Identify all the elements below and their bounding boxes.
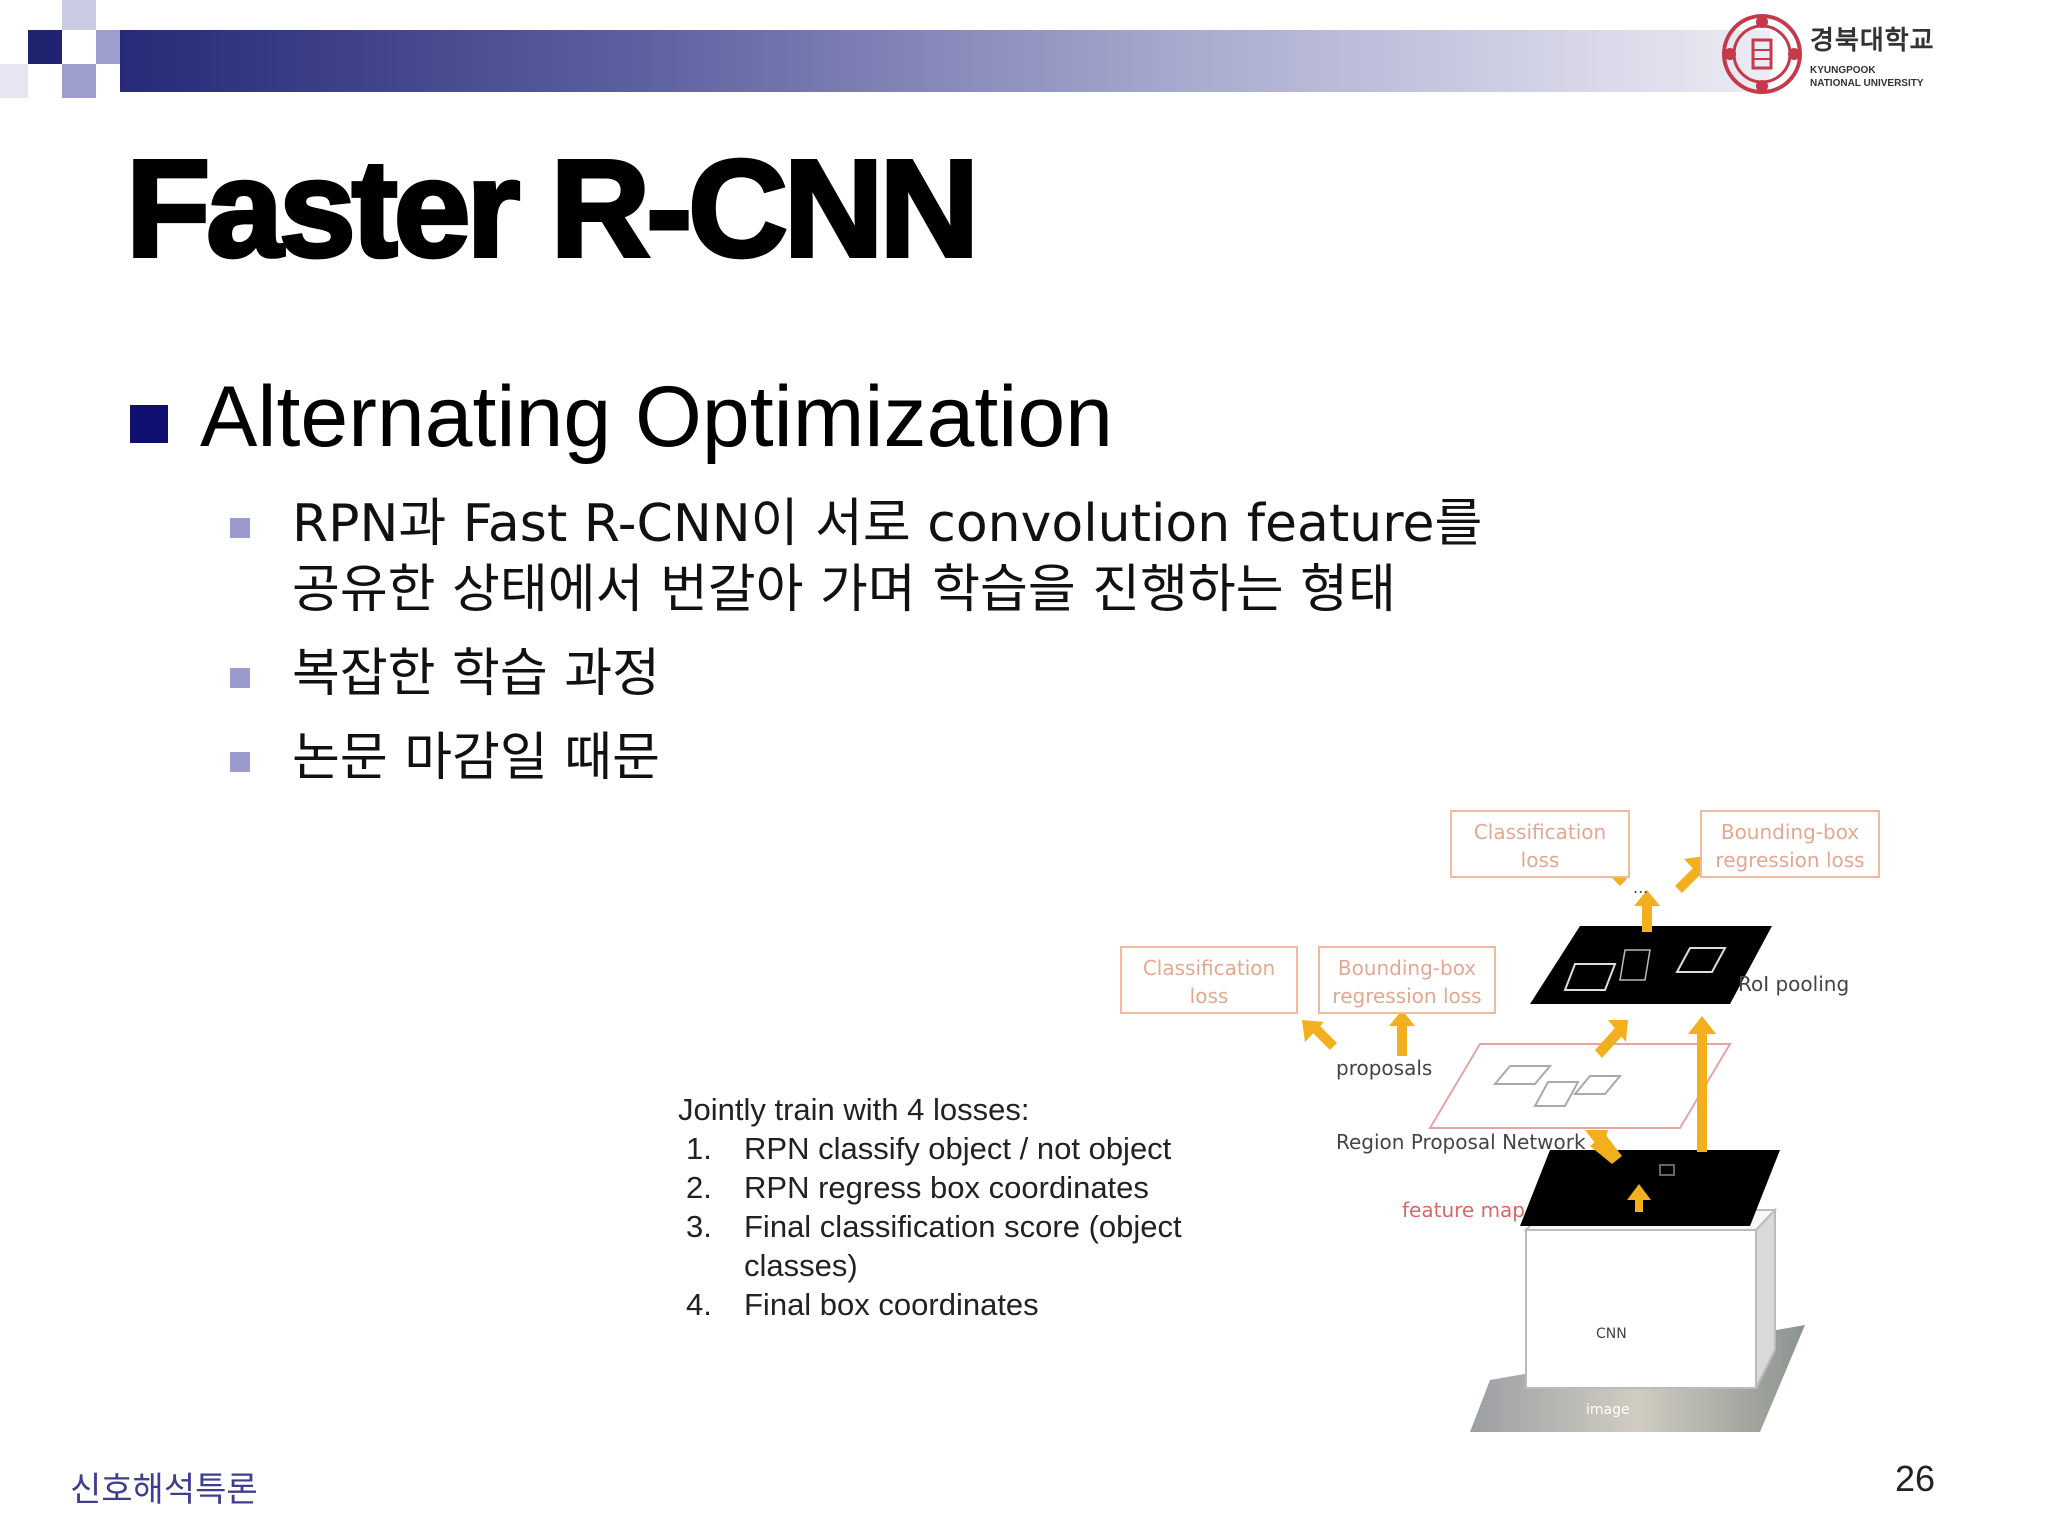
loss-item-continued: classes)	[678, 1246, 1182, 1285]
arrow-rpn	[1585, 1130, 1622, 1164]
university-name-en-1: KYUNGPOOK	[1810, 65, 1876, 76]
feature-map-label: feature map	[1402, 1198, 1525, 1222]
loss-item: 4. Final box coordinates	[678, 1285, 1182, 1324]
loss-text: RPN classify object / not object	[744, 1131, 1172, 1166]
loss-number: 4.	[686, 1287, 712, 1322]
sub-bullet-icon	[230, 752, 250, 772]
top-classification-loss-box: Classification loss	[1450, 810, 1630, 878]
loss-number: 3.	[686, 1209, 712, 1244]
mid-cls-line-1: Classification	[1142, 956, 1276, 980]
top-bbox-line-1: Bounding-box	[1720, 820, 1860, 844]
arrow-roi-up	[1634, 890, 1660, 932]
mid-bbox-loss-box: Bounding-box regression loss	[1318, 946, 1496, 1014]
header-square-4	[62, 64, 96, 98]
university-name-en-2: NATIONAL UNIVERSITY	[1810, 78, 1924, 89]
sub-bullet-3: 논문 마감일 때문	[292, 728, 660, 788]
bullet-l1-text: Alternating Optimization	[200, 369, 1113, 465]
header-square-5	[0, 64, 28, 98]
sub-bullet-1-line-2: 공유한 상태에서 번갈아 가며 학습을 진행하는 형태	[292, 560, 1396, 620]
top-cls-line-1: Classification	[1473, 820, 1607, 844]
mid-bbox-line-1: Bounding-box	[1337, 956, 1477, 980]
mid-classification-loss-box: Classification loss	[1120, 946, 1298, 1014]
arrow-feature-to-roi	[1688, 1016, 1716, 1152]
arrow-cnn-to-feature	[1627, 1184, 1651, 1212]
university-emblem-icon	[1722, 14, 1802, 94]
slide-title: Faster R-CNN	[124, 132, 981, 286]
cnn-box-front	[1525, 1229, 1757, 1389]
loss-item: 3. Final classification score (object	[678, 1207, 1182, 1246]
sub-bullet-icon	[230, 518, 250, 538]
losses-header: Jointly train with 4 losses:	[678, 1092, 1030, 1127]
arrow-top-bbox	[1675, 856, 1705, 893]
roi-pooling-label: RoI pooling	[1738, 972, 1850, 996]
loss-text: RPN regress box coordinates	[744, 1170, 1149, 1205]
faster-rcnn-diagram: Classification loss Bounding-box regress…	[660, 780, 1900, 1460]
mid-bbox-line-2: regression loss	[1332, 984, 1482, 1008]
feature-map-plane	[1520, 1150, 1780, 1226]
arrow-proposals-up	[1595, 1020, 1628, 1058]
rpn-label: Region Proposal Network	[1336, 1130, 1586, 1154]
top-bbox-line-2: regression loss	[1715, 848, 1865, 872]
bullet-square-icon	[130, 405, 168, 443]
university-logo: 경북대학교 KYUNGPOOK NATIONAL UNIVERSITY	[1720, 8, 1990, 98]
sub-bullet-icon	[230, 668, 250, 688]
losses-list: Jointly train with 4 losses: 1. RPN clas…	[678, 1090, 1182, 1324]
proposals-label: proposals	[1336, 1056, 1433, 1080]
page-number: 26	[1895, 1458, 1936, 1499]
header-square-1	[28, 30, 62, 64]
loss-item: 2. RPN regress box coordinates	[678, 1168, 1182, 1207]
sub-bullet-1-line-1: RPN과 Fast R-CNN이 서로 convolution feature를	[292, 494, 1483, 554]
cnn-label: CNN	[1596, 1326, 1627, 1342]
top-bbox-loss-box: Bounding-box regression loss	[1700, 810, 1880, 878]
arrow-mid-cls	[1302, 1020, 1337, 1050]
loss-number: 2.	[686, 1170, 712, 1205]
image-label: image	[1586, 1402, 1630, 1418]
course-name: 신호해석특론	[70, 1470, 258, 1510]
loss-item: 1. RPN classify object / not object	[678, 1129, 1182, 1168]
header-gradient-bar	[120, 30, 1770, 92]
ellipsis-label: ...	[1633, 878, 1649, 897]
top-cls-line-2: loss	[1520, 848, 1560, 872]
diagram-graphics	[1302, 856, 1805, 1432]
loss-text: classes)	[744, 1248, 858, 1283]
arrow-mid-bbox	[1389, 1010, 1415, 1056]
mid-cls-line-2: loss	[1189, 984, 1229, 1008]
loss-number: 1.	[686, 1131, 712, 1166]
sub-bullet-2: 복잡한 학습 과정	[292, 644, 660, 704]
loss-text: Final box coordinates	[744, 1287, 1039, 1322]
loss-text: Final classification score (object	[744, 1209, 1182, 1244]
header-square-2	[62, 0, 96, 30]
university-name-ko: 경북대학교	[1810, 26, 1935, 56]
proposals-plane	[1428, 1043, 1732, 1129]
